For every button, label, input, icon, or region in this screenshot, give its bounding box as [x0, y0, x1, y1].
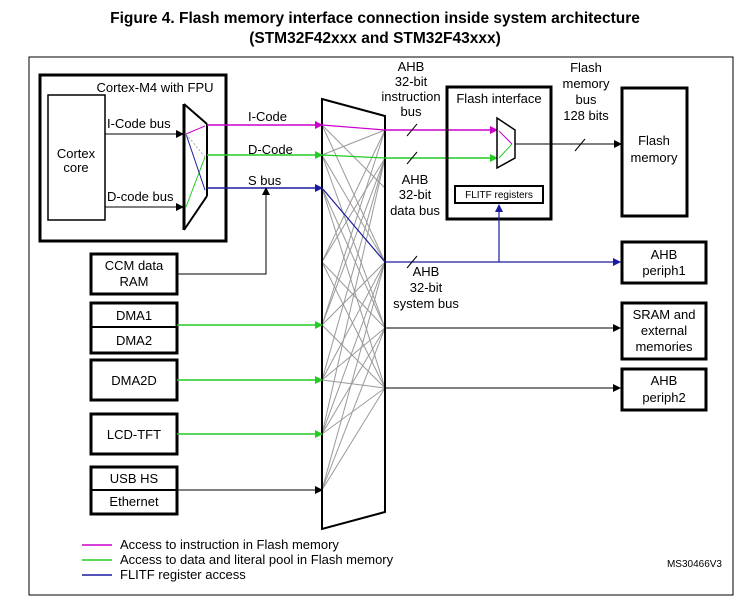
- flash-bus-width-tick: [574, 138, 586, 152]
- ccm-to-sbus-arrow: [177, 187, 270, 275]
- ethernet-label: Ethernet: [109, 494, 159, 509]
- instr-bus-width-tick: [406, 123, 418, 137]
- periph2-line2: periph2: [642, 390, 685, 405]
- lcd-tft-block: LCD-TFT: [89, 412, 179, 456]
- ahb-periph2-block: AHB periph2: [620, 367, 708, 412]
- ahb-data-3: data bus: [390, 203, 440, 218]
- legend-label-data: Access to data and literal pool in Flash…: [120, 552, 394, 567]
- ahb-system-1: AHB: [413, 264, 440, 279]
- ahb-system-2: 32-bit: [410, 280, 443, 295]
- dma1-dma2-block: DMA1 DMA2: [89, 301, 179, 355]
- sram-line1: SRAM and: [633, 307, 696, 322]
- usb-label: USB HS: [110, 471, 159, 486]
- figure-title: Figure 4. Flash memory interface connect…: [110, 10, 640, 27]
- dcode-label: D-Code: [248, 142, 293, 157]
- flash-bus-4: 128 bits: [563, 108, 609, 123]
- flash-bus-3: bus: [576, 92, 597, 107]
- flash-bus-2: memory: [563, 76, 610, 91]
- cortex-header: Cortex-M4 with FPU: [96, 80, 213, 95]
- icode-label: I-Code: [248, 109, 287, 124]
- ahb-instr-4: bus: [401, 104, 422, 119]
- usb-ethernet-block: USB HS Ethernet: [89, 465, 179, 516]
- ccm-ram-block: CCM data RAM: [89, 252, 179, 296]
- cortex-core-box: [47, 94, 106, 221]
- flitf-registers-box: [454, 185, 544, 204]
- cortex-m4-block: [38, 73, 228, 243]
- ahb-system-3: system bus: [393, 296, 459, 311]
- lcd-label: LCD-TFT: [107, 427, 161, 442]
- data-bus-width-tick: [406, 151, 418, 165]
- ccm-line1: CCM data: [105, 258, 164, 273]
- bus-matrix: [321, 97, 386, 531]
- flash-memory-line1: Flash: [638, 133, 670, 148]
- figure-subtitle: (STM32F42xxx and STM32F43xxx): [249, 30, 501, 47]
- icode-bus-label: I-Code bus: [107, 116, 171, 131]
- periph2-line1: AHB: [651, 373, 678, 388]
- icode-matrix-path: [321, 124, 386, 131]
- flitf-registers-label: FLITF registers: [465, 190, 533, 201]
- periph1-line2: periph1: [642, 263, 685, 278]
- sbus-matrix-path: [321, 187, 386, 263]
- ccm-line2: RAM: [120, 274, 149, 289]
- dma2-label: DMA2: [116, 333, 152, 348]
- dcode-matrix-path: [321, 154, 386, 159]
- ahb-data-2: 32-bit: [399, 187, 432, 202]
- flash-memory-block: Flash memory: [620, 86, 689, 218]
- sram-line2: external: [641, 323, 687, 338]
- legend-label-instruction: Access to instruction in Flash memory: [120, 537, 339, 552]
- legend-label-flitf: FLITF register access: [120, 567, 246, 582]
- system-bus-width-tick: [406, 255, 418, 269]
- flash-mux: [496, 116, 516, 170]
- flash-interface-label: Flash interface: [456, 91, 541, 106]
- dma2d-block: DMA2D: [89, 358, 179, 402]
- dma1-label: DMA1: [116, 308, 152, 323]
- dcode-bus-label: D-code bus: [107, 189, 174, 204]
- figure-reference: MS30466V3: [667, 559, 722, 570]
- ahb-instr-1: AHB: [398, 59, 425, 74]
- ahb-data-1: AHB: [402, 172, 429, 187]
- cortex-core-line1: Cortex: [57, 146, 96, 161]
- sram-block: SRAM and external memories: [620, 301, 708, 361]
- ahb-instr-3: instruction: [381, 89, 440, 104]
- bus-matrix-mesh: [321, 124, 386, 491]
- ahb-periph1-block: AHB periph1: [620, 240, 708, 285]
- flash-bus-1: Flash: [570, 60, 602, 75]
- flash-memory-line2: memory: [631, 150, 678, 165]
- ahb-instr-2: 32-bit: [395, 74, 428, 89]
- cortex-core-line2: core: [63, 160, 88, 175]
- diagram-frame: [28, 56, 734, 596]
- sram-line3: memories: [635, 339, 693, 354]
- legend: Access to instruction in Flash memory Ac…: [82, 537, 394, 582]
- dma2d-label: DMA2D: [111, 373, 157, 388]
- cortex-mux: [182, 103, 208, 231]
- flash-interface-block: Flash interface FLITF registers: [445, 85, 553, 221]
- sbus-label: S bus: [248, 173, 282, 188]
- periph1-line1: AHB: [651, 247, 678, 262]
